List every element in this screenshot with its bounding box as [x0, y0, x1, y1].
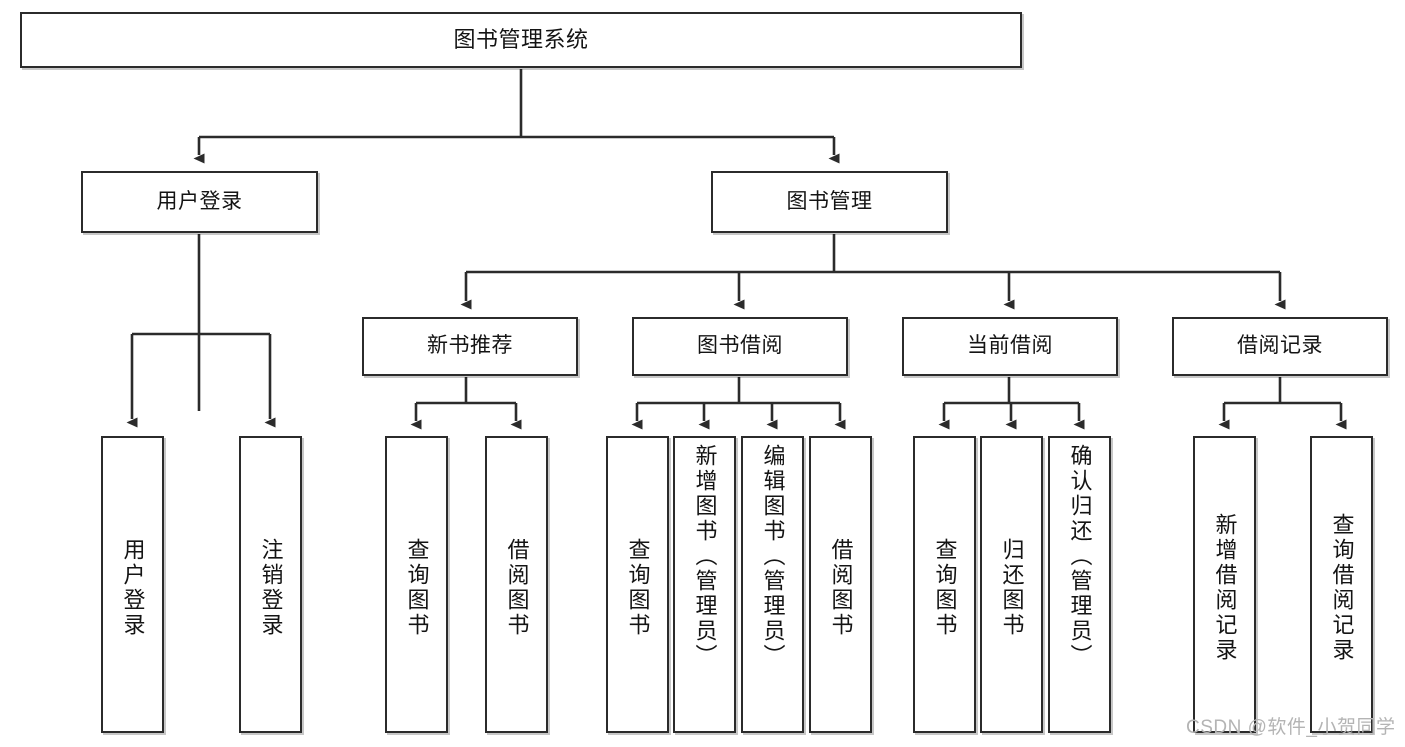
- node-leaf-borrow-book-bb[interactable]: 借阅图书: [809, 436, 872, 733]
- node-book-management-system[interactable]: 图书管理系统: [20, 12, 1022, 68]
- node-label: 编辑图书（管理员）: [760, 444, 786, 669]
- node-label: 当前借阅: [967, 334, 1053, 358]
- node-leaf-add-book-admin[interactable]: 新增图书（管理员）: [673, 436, 736, 733]
- node-label: 用户登录: [120, 537, 146, 638]
- node-leaf-add-borrow-record[interactable]: 新增借阅记录: [1193, 436, 1256, 733]
- node-user-login[interactable]: 用户登录: [81, 171, 318, 233]
- node-leaf-edit-book-admin[interactable]: 编辑图书（管理员）: [741, 436, 804, 733]
- node-leaf-query-book-current[interactable]: 查询图书: [913, 436, 976, 733]
- csdn-watermark: CSDN @软件_小贺同学: [1186, 717, 1396, 738]
- node-label: 图书管理系统: [453, 27, 589, 53]
- node-leaf-query-borrow-record[interactable]: 查询借阅记录: [1310, 436, 1373, 733]
- node-label: 查询图书: [625, 537, 651, 638]
- node-label: 新增借阅记录: [1212, 512, 1238, 663]
- node-book-manage[interactable]: 图书管理: [711, 171, 948, 233]
- node-leaf-query-book-borrow[interactable]: 查询图书: [606, 436, 669, 733]
- node-label: 查询图书: [404, 537, 430, 638]
- node-label: 借阅图书: [828, 537, 854, 638]
- node-label: 图书管理: [786, 189, 873, 213]
- node-leaf-user-login[interactable]: 用户登录: [101, 436, 164, 733]
- node-label: 归还图书: [999, 537, 1025, 638]
- node-leaf-return-book[interactable]: 归还图书: [980, 436, 1043, 733]
- node-label: 新书推荐: [427, 334, 513, 358]
- node-label: 用户登录: [156, 189, 243, 213]
- node-leaf-logout-login[interactable]: 注销登录: [239, 436, 302, 733]
- node-label: 借阅记录: [1237, 334, 1323, 358]
- node-leaf-borrow-book-newrec[interactable]: 借阅图书: [485, 436, 548, 733]
- node-borrow-record[interactable]: 借阅记录: [1172, 317, 1388, 376]
- node-label: 借阅图书: [504, 537, 530, 638]
- node-leaf-query-book-newrec[interactable]: 查询图书: [385, 436, 448, 733]
- node-current-borrow[interactable]: 当前借阅: [902, 317, 1118, 376]
- node-book-borrow[interactable]: 图书借阅: [632, 317, 848, 376]
- node-label: 新增图书（管理员）: [692, 444, 718, 669]
- node-label: 查询借阅记录: [1329, 512, 1355, 663]
- node-label: 确认归还（管理员）: [1067, 444, 1093, 669]
- node-label: 查询图书: [932, 537, 958, 638]
- node-label: 注销登录: [258, 537, 284, 638]
- node-leaf-confirm-return-admin[interactable]: 确认归还（管理员）: [1048, 436, 1111, 733]
- node-label: 图书借阅: [697, 334, 783, 358]
- node-new-book-recommend[interactable]: 新书推荐: [362, 317, 578, 376]
